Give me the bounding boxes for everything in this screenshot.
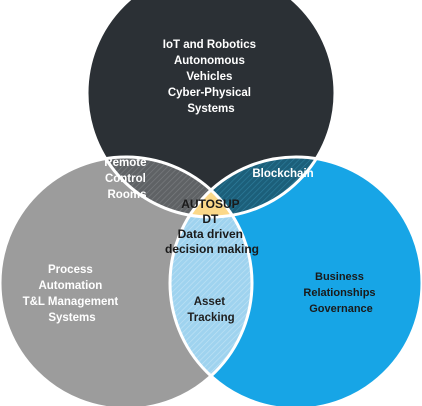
overlap-top-right-line: Blockchain [252,168,313,180]
left-label-line: Automation [38,280,102,292]
center-label: AUTOSUP DT Data driven decision making [165,197,259,256]
right-label-line: Governance [309,303,373,315]
top-label-line: Autonomous [174,55,245,67]
overlap-left-right [170,157,252,406]
top-label-line: Systems [187,103,234,115]
right-circle-label: Business Relationships Governance [303,271,378,315]
top-label-line: Cyber-Physical [168,87,251,99]
center-label-line: DT [202,212,219,226]
right-label-line: Business [315,271,364,283]
left-label-line: Systems [48,312,95,324]
top-label-line: IoT and Robotics [163,39,256,51]
overlap-top-left-line: Rooms [108,189,147,201]
left-label-line: Process [48,264,93,276]
center-label-line: decision making [165,242,259,256]
center-label-line: Data driven [178,227,243,241]
top-label-line: Vehicles [186,71,232,83]
overlap-top-left-line: Remote [104,157,146,169]
center-label-line: AUTOSUP [181,197,239,211]
overlap-left-right-line: Asset [194,296,225,308]
left-label-line: T&L Management [23,296,119,308]
top-circle-label: IoT and Robotics Autonomous Vehicles Cyb… [163,39,259,115]
overlap-left-right-label: Asset Tracking [187,296,234,324]
overlap-top-left-line: Control [105,173,146,185]
overlap-top-right-label: Blockchain [252,168,313,180]
left-circle-label: Process Automation T&L Management System… [23,264,122,324]
overlap-top-left-label: Remote Control Rooms [104,157,149,201]
overlap-left-right-line: Tracking [187,312,234,324]
right-label-line: Relationships [303,287,375,299]
